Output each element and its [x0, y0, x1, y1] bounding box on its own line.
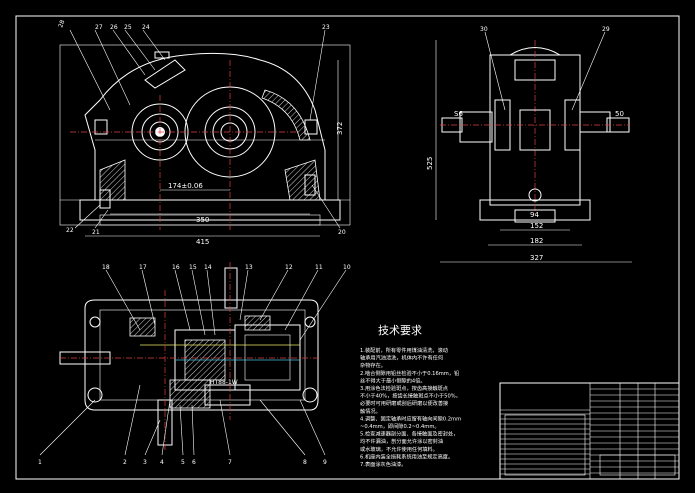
side-dim-left-shaft: S6 [454, 110, 463, 118]
front-callout-25: 25 [124, 24, 132, 31]
front-callout-20: 20 [338, 229, 346, 236]
front-dim-inner: 350 [196, 216, 209, 224]
top-callout-10: 10 [343, 264, 351, 271]
front-callout-28: 28 [57, 19, 66, 29]
side-dim-mid: 94 [530, 211, 539, 219]
front-callout-23: 23 [322, 24, 330, 31]
top-callout-9: 9 [323, 459, 327, 466]
top-callout-2: 2 [123, 459, 127, 466]
front-callout-24: 24 [142, 24, 150, 31]
tech-line: 5.检查减速器剖分面、各接触面及密封处， [360, 430, 458, 438]
front-dim-height: 372 [336, 122, 344, 135]
top-callout-16: 16 [172, 264, 180, 271]
side-callout-30: 30 [480, 26, 488, 33]
top-callout-5: 5 [181, 459, 185, 466]
tech-line: 触情况。 [360, 407, 381, 415]
sheet-border [15, 15, 680, 480]
top-callout-1: 1 [38, 459, 42, 466]
top-center-label: HT88-1W [210, 379, 238, 386]
top-callout-14: 14 [204, 264, 212, 271]
tech-title: 技术要求 [378, 324, 422, 337]
tech-line: ~0.4mm，即间隙0.2~0.4mm。 [360, 422, 440, 430]
top-callout-17: 17 [139, 264, 147, 271]
top-callout-18: 18 [102, 264, 110, 271]
side-dim-right-shaft: 50 [615, 110, 624, 118]
tech-lines: 1.装配前，所有零件用煤油清洗，滚动 轴承用汽油清洗，机体内不许有任何 杂物存在… [360, 346, 461, 468]
tech-line: 轴承用汽油清洗，机体内不许有任何 [360, 354, 443, 362]
tech-line: 不小于40%，按齿长接触斑点不小于50%， [360, 392, 461, 400]
tech-line: 7.表面涂灰色油漆。 [360, 460, 406, 468]
side-callout-29: 29 [602, 26, 610, 33]
tech-line: 必要时可用研磨或刮后研磨以便改善接 [360, 399, 448, 407]
top-callout-12: 12 [285, 264, 293, 271]
top-view: HT88-1W 18 17 16 15 14 13 12 11 10 [38, 262, 351, 466]
top-callout-6: 6 [192, 459, 196, 466]
tech-line: 6.机座内装全损耗系统用油至规定高度。 [360, 452, 453, 460]
tech-line: 均不许漏油，剖分面允许涂以密封油 [360, 437, 443, 445]
front-callout-22: 22 [66, 227, 74, 234]
side-dim-height: 525 [426, 157, 434, 170]
top-callout-8: 8 [303, 459, 307, 466]
top-callout-3: 3 [143, 459, 147, 466]
tech-line: 3.用涂色法检验斑点，按齿高接触斑点 [360, 384, 448, 392]
front-callout-26: 26 [110, 24, 118, 31]
side-view: 327 182 152 94 525 S6 50 30 29 [426, 26, 632, 263]
front-callout-21: 21 [92, 229, 100, 236]
side-dim-width: 327 [530, 254, 543, 262]
tech-line: 丝不得大于最小侧隙的4倍。 [360, 376, 426, 384]
technical-requirements: 技术要求 1.装配前，所有零件用煤油清洗，滚动 轴承用汽油清洗，机体内不许有任何… [360, 324, 461, 468]
top-callout-4: 4 [160, 459, 164, 466]
front-callout-27: 27 [95, 24, 103, 31]
top-callout-15: 15 [189, 264, 197, 271]
top-callout-13: 13 [245, 264, 253, 271]
side-dim-feet: 152 [530, 222, 543, 230]
tech-line: 1.装配前，所有零件用煤油清洗，滚动 [360, 346, 448, 354]
tech-line: 杂物存在。 [360, 361, 386, 369]
top-callout-11: 11 [315, 264, 323, 271]
front-dim-center: 174±0.06 [168, 182, 203, 190]
side-dim-base: 182 [530, 237, 543, 245]
front-dim-overall: 415 [196, 238, 209, 246]
title-block [499, 382, 680, 480]
tech-line: 4.调整、固定轴承时应留有轴向间隙0.2mm [360, 414, 461, 422]
tech-line: 2.啮合侧隙用铅丝检验不小于0.16mm，铅 [360, 369, 459, 377]
tech-line: 或水玻璃，不允许使用任何填料。 [360, 445, 438, 453]
top-callout-7: 7 [228, 459, 232, 466]
front-view: 415 350 174±0.06 372 28 27 26 25 24 23 2… [57, 19, 351, 246]
